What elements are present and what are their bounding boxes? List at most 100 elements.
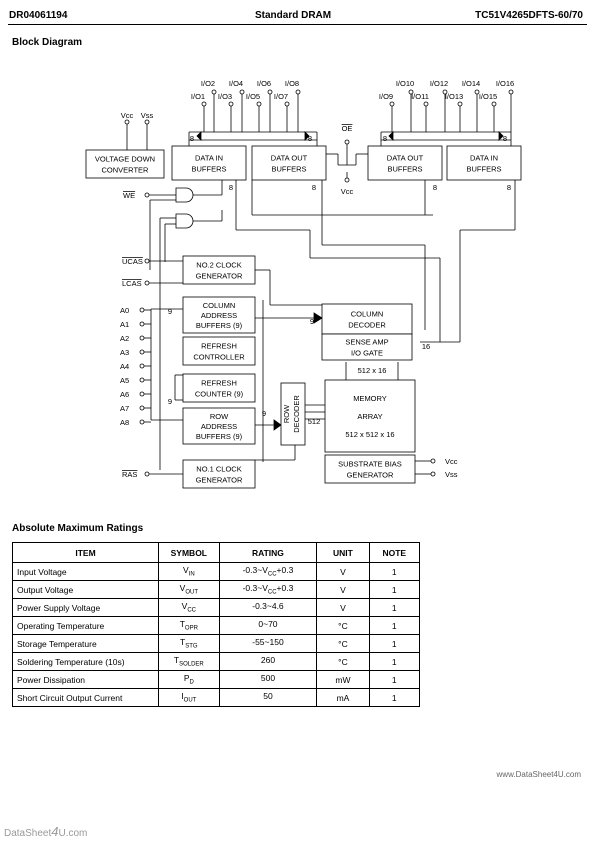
data-out-buffers-left-label: BUFFERS — [271, 165, 306, 174]
rating-unit: V — [316, 562, 370, 581]
io-top-left-1-pin — [239, 89, 245, 95]
rating-symbol: PD — [158, 670, 220, 689]
io-top-left-2-pin — [267, 89, 273, 95]
io-top-left-0-pin — [211, 89, 217, 95]
io-bottom-left-0-label: I/O1 — [191, 92, 205, 101]
io-top-right-2-pin — [474, 89, 480, 95]
ratings-header-row: ITEM SYMBOL RATING UNIT NOTE — [11, 542, 421, 563]
rating-note: 1 — [368, 652, 421, 671]
address-pin-A7: A7 — [120, 404, 129, 413]
io-top-left-3-pin — [295, 89, 301, 95]
rating-value: -0.3~VCC+0.3 — [218, 562, 318, 581]
header-note: NOTE — [368, 542, 421, 563]
bus-8-right-lower: 8 — [433, 183, 437, 192]
header-item: ITEM — [11, 542, 160, 563]
header-part-number: TC51V4265DFTS-60/70 — [475, 10, 583, 21]
rating-item: Input Voltage — [11, 562, 160, 581]
column-address-buffers-label: COLUMN — [203, 301, 236, 310]
rating-note: 1 — [368, 598, 421, 617]
diagram-static-shapes — [124, 119, 516, 477]
bus-512x16: 512 x 16 — [358, 366, 387, 375]
memory-array-label: 512 x 512 x 16 — [345, 430, 394, 439]
vcc-substrate-label: Vcc — [445, 457, 458, 466]
we-label: WE — [123, 191, 135, 200]
address-pin-A1: A1 — [120, 320, 129, 329]
rating-value: -55~150 — [218, 634, 318, 653]
bus-9-row: 9 — [168, 397, 172, 406]
column-decoder-label: COLUMN — [351, 310, 384, 319]
data-in-buffers-right-label: BUFFERS — [466, 165, 501, 174]
bus-16-sense: 16 — [422, 342, 430, 351]
no2-clock-generator: NO.2 CLOCK GENERATOR — [182, 255, 256, 285]
voltage-down-converter-label: CONVERTER — [102, 166, 150, 175]
ras-label: RAS — [122, 470, 137, 479]
io-top-right-0-pin — [408, 89, 414, 95]
rating-symbol: IOUT — [158, 688, 220, 707]
memory-array-label: ARRAY — [357, 412, 382, 421]
column-address-buffers-label: BUFFERS (9) — [196, 321, 243, 330]
header-symbol: SYMBOL — [158, 542, 220, 563]
address-pin-A7-circle — [139, 405, 145, 411]
io-top-right-3-label: I/O16 — [496, 79, 514, 88]
bus-9-column: 9 — [168, 307, 172, 316]
voltage-down-converter-label: VOLTAGE DOWN — [95, 155, 155, 164]
bus-9-row-out: 9 — [262, 409, 266, 418]
data-in-buffers-right-label: DATA IN — [470, 154, 498, 163]
address-pin-A4-circle — [139, 363, 145, 369]
address-pin-A8-circle — [139, 419, 145, 425]
rating-item: Soldering Temperature (10s) — [11, 652, 160, 671]
data-in-buffers-right: DATA IN BUFFERS — [446, 145, 522, 181]
ratings-table: ITEM SYMBOL RATING UNIT NOTE Input Volta… — [11, 542, 421, 707]
rating-symbol: TSOLDER — [158, 652, 220, 671]
address-pin-A3-circle — [139, 349, 145, 355]
refresh-controller-label: REFRESH — [201, 342, 237, 351]
rating-value: -0.3~VCC+0.3 — [218, 580, 318, 599]
refresh-counter-label: COUNTER (9) — [195, 390, 244, 399]
io-bottom-left-3-label: I/O7 — [274, 92, 288, 101]
io-bottom-right-1-pin — [423, 101, 429, 107]
no2-clock-generator-label: GENERATOR — [196, 272, 243, 281]
data-out-buffers-right-label: BUFFERS — [387, 165, 422, 174]
io-bottom-left-1-pin — [228, 101, 234, 107]
rating-note: 1 — [368, 670, 421, 689]
rating-item: Output Voltage — [11, 580, 160, 599]
io-bottom-right-1-label: I/O11 — [411, 92, 429, 101]
bus-512-row: 512 — [308, 417, 321, 426]
ucas-label: UCAS — [122, 257, 143, 266]
rating-value: 500 — [218, 670, 318, 689]
rating-unit: V — [316, 598, 370, 617]
no1-clock-generator-label: GENERATOR — [196, 476, 243, 485]
oe-label: OE — [342, 124, 353, 133]
address-pin-A8: A8 — [120, 418, 129, 427]
rating-value: 260 — [218, 652, 318, 671]
vss-top-label: Vss — [141, 111, 154, 120]
no2-clock-generator-label: NO.2 CLOCK — [196, 261, 241, 270]
address-pin-A6: A6 — [120, 390, 129, 399]
rating-value: 50 — [218, 688, 318, 707]
memory-array: MEMORY ARRAY 512 x 512 x 16 — [324, 379, 416, 453]
rating-note: 1 — [368, 580, 421, 599]
bus-8-data-in-lower: 8 — [229, 183, 233, 192]
watermark-logo-c: U.com — [58, 828, 88, 839]
rating-item: Short Circuit Output Current — [11, 688, 160, 707]
rating-unit: mA — [316, 688, 370, 707]
io-bottom-left-0-pin — [201, 101, 207, 107]
io-top-right-2-label: I/O14 — [462, 79, 480, 88]
memory-array-label: MEMORY — [353, 394, 387, 403]
rating-symbol: TSTG — [158, 634, 220, 653]
column-address-buffers-label: ADDRESS — [201, 311, 237, 320]
address-pin-A5-circle — [139, 377, 145, 383]
address-pin-A0: A0 — [120, 306, 129, 315]
rating-item: Power Dissipation — [11, 670, 160, 689]
